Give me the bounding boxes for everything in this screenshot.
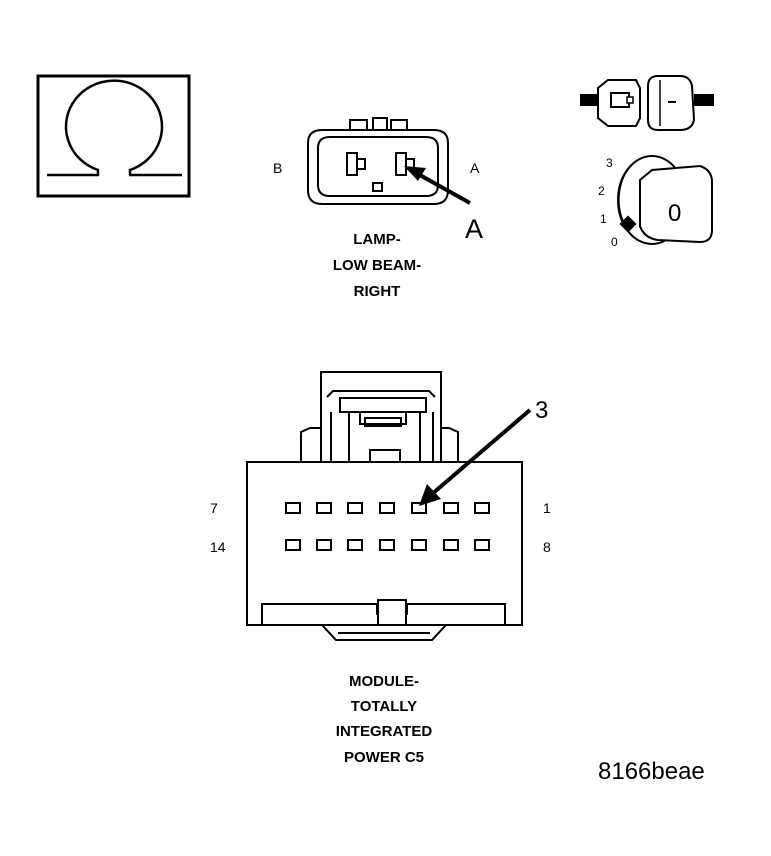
ignition-key-label: 0 xyxy=(668,200,681,227)
lamp-callout-arrow xyxy=(404,166,471,205)
ignition-position-3: 3 xyxy=(606,156,613,170)
ignition-position-1: 1 xyxy=(600,212,607,226)
module-connector xyxy=(246,371,523,641)
lamp-pin-b-label: B xyxy=(273,160,282,176)
ignition-position-2: 2 xyxy=(598,184,605,198)
module-callout-label: 3 xyxy=(535,397,548,424)
disconnected-connector-icon xyxy=(580,75,714,131)
module-pin-cavities xyxy=(285,502,490,551)
module-caption-line3: INTEGRATED xyxy=(336,723,433,740)
ignition-position-0: 0 xyxy=(611,235,618,249)
lamp-caption-line2: LOW BEAM- xyxy=(333,257,421,274)
lamp-pin-a-label: A xyxy=(470,160,480,176)
module-row1-right-pin: 1 xyxy=(543,500,551,516)
ohmmeter-icon xyxy=(36,74,191,198)
lamp-connector xyxy=(307,117,449,205)
figure-id: 8166beae xyxy=(598,758,705,785)
module-callout-arrow xyxy=(419,408,532,506)
module-row1-left-pin: 7 xyxy=(210,500,218,516)
module-row2-right-pin: 8 xyxy=(543,539,551,555)
lamp-caption-line1: LAMP- xyxy=(353,231,401,248)
lamp-callout-label: A xyxy=(465,214,483,244)
module-caption-line1: MODULE- xyxy=(349,673,419,690)
module-caption-line4: POWER C5 xyxy=(344,749,424,766)
lamp-caption-line3: RIGHT xyxy=(354,283,401,300)
module-row2-left-pin: 14 xyxy=(210,539,226,555)
module-caption-line2: TOTALLY xyxy=(351,698,417,715)
ignition-switch-icon xyxy=(617,155,713,245)
